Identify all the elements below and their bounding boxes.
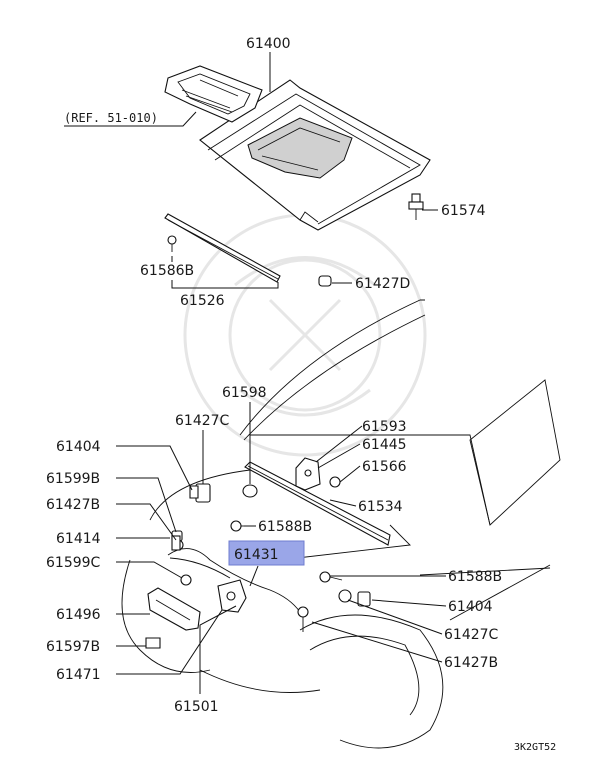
part-labels: 61400 (REF. 51-010) 61574 61586B 61526 6… xyxy=(46,36,556,753)
diagram-code: 3K2GT52 xyxy=(514,742,556,753)
label-61496[interactable]: 61496 xyxy=(56,607,101,623)
label-61404-right[interactable]: 61404 xyxy=(448,599,493,615)
label-61404-left[interactable]: 61404 xyxy=(56,439,101,455)
screw-61597B xyxy=(145,637,161,649)
label-61400[interactable]: 61400 xyxy=(246,36,291,52)
highlight-61431 xyxy=(228,540,305,566)
label-61593[interactable]: 61593 xyxy=(362,419,407,435)
label-61414[interactable]: 61414 xyxy=(56,531,101,547)
label-61599B[interactable]: 61599B xyxy=(46,471,100,487)
label-61586B[interactable]: 61586B xyxy=(140,263,194,279)
clip-61427C-right xyxy=(338,589,352,603)
clip-61599C xyxy=(180,574,192,586)
grommet-61566 xyxy=(329,476,341,488)
stay-holder xyxy=(295,457,321,491)
label-61427B-left[interactable]: 61427B xyxy=(46,497,100,513)
hood-scoop xyxy=(164,65,263,123)
label-61574[interactable]: 61574 xyxy=(441,203,486,219)
label-61431[interactable]: 61431 xyxy=(234,547,279,563)
leader-lines xyxy=(64,52,447,694)
hood-stay-rod xyxy=(244,461,391,546)
label-61471[interactable]: 61471 xyxy=(56,667,101,683)
label-61566[interactable]: 61566 xyxy=(362,459,407,475)
label-61598[interactable]: 61598 xyxy=(222,385,267,401)
label-61427C-right[interactable]: 61427C xyxy=(444,627,499,643)
bolt-61574 xyxy=(408,193,424,220)
hood-panel xyxy=(199,79,431,231)
label-61445[interactable]: 61445 xyxy=(362,437,407,453)
label-61588B-right[interactable]: 61588B xyxy=(448,569,502,585)
label-61427D[interactable]: 61427D xyxy=(355,276,410,292)
clip-61598 xyxy=(242,484,258,498)
label-61427B-right[interactable]: 61427B xyxy=(444,655,498,671)
hood-seal-strip xyxy=(164,213,281,283)
hood-latch xyxy=(217,579,247,613)
label-61588B-mid[interactable]: 61588B xyxy=(258,519,312,535)
label-ref-51-010: (REF. 51-010) xyxy=(64,111,158,125)
vehicle-body xyxy=(121,299,561,749)
label-61427C-top[interactable]: 61427C xyxy=(175,413,230,429)
release-handle xyxy=(147,587,201,631)
label-61599C[interactable]: 61599C xyxy=(46,555,101,571)
bumper-61427B-right xyxy=(297,606,309,632)
label-61534[interactable]: 61534 xyxy=(358,499,403,515)
bolt-61588B-right xyxy=(319,571,343,583)
bolt-61414 xyxy=(171,535,181,551)
cushion-61427D xyxy=(318,275,332,287)
label-61526[interactable]: 61526 xyxy=(180,293,225,309)
label-61597B[interactable]: 61597B xyxy=(46,639,100,655)
release-cable xyxy=(167,548,301,613)
label-61501[interactable]: 61501 xyxy=(174,699,219,715)
